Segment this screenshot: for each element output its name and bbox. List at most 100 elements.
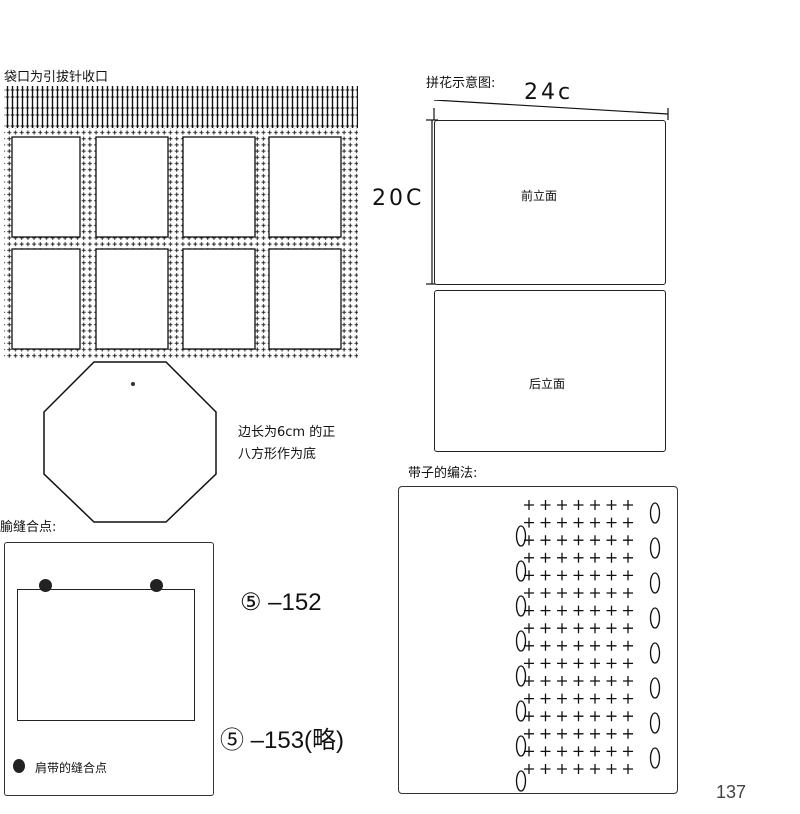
pattern-code-152: ⑤ –152 [240,589,322,616]
plus-stitch [606,570,617,581]
plus-stitch [623,640,633,651]
plus-stitch [606,728,617,739]
plus-stitch [590,764,600,774]
plus-stitch [557,517,567,528]
plus-stitch [590,676,600,686]
plus-stitch [573,588,584,598]
plus-stitch [540,640,551,651]
plus-stitch [524,588,534,598]
plus-stitch [623,676,633,686]
plus-stitch [573,728,584,739]
plus-stitch [524,746,534,757]
plus-stitch [557,623,567,634]
plus-stitch [540,605,551,616]
plus-stitch [540,711,551,722]
plus-stitch [557,570,567,581]
plus-stitch [540,693,551,704]
chain-stitch-oval [515,735,527,757]
plus-stitch [623,658,633,669]
plus-stitch [623,764,633,774]
plus-stitch [557,764,567,774]
front-panel-label: 前立面 [521,189,558,203]
plus-stitch [557,746,567,757]
plus-stitch [573,623,584,634]
plus-stitch [623,517,633,528]
plus-stitch [524,711,534,722]
plus-stitch [606,552,617,563]
plus-stitch [524,623,534,634]
strap-seam-dot-right [150,579,163,592]
plus-stitch [540,728,551,739]
plus-stitch [524,676,534,686]
plus-stitch [540,764,551,774]
plus-stitch [540,552,551,563]
plus-stitch [590,711,600,722]
plus-stitch [590,535,600,546]
plus-stitch [623,500,633,510]
plus-stitch [540,676,551,686]
plus-stitch [573,605,584,616]
strap-method-title: 带子的编法: [408,466,478,481]
plus-stitch [590,588,600,598]
chain-stitch-oval [649,502,661,524]
chain-stitch-oval [649,572,661,594]
plus-stitch [606,500,617,510]
plus-stitch [557,535,567,546]
plus-stitch [573,746,584,757]
plus-stitch [590,552,600,563]
plus-stitch [590,570,600,581]
plus-stitch [623,535,633,546]
plus-stitch [590,517,600,528]
legend-label: 肩带的缝合点 [35,761,108,775]
plus-stitch [606,605,617,616]
plus-stitch [524,728,534,739]
plus-stitch [590,605,600,616]
plus-stitch [573,658,584,669]
plus-stitch [557,552,567,563]
plus-stitch [557,693,567,704]
plus-stitch [573,552,584,563]
plus-stitch [557,711,567,722]
plus-stitch [623,623,633,634]
crochet-panel-grid [4,86,358,358]
plus-stitch [606,676,617,686]
plus-stitch [557,605,567,616]
plus-stitch [557,676,567,686]
plus-stitch [573,500,584,510]
strap-stitch-chart [515,500,661,792]
chain-stitch-oval [515,595,527,617]
chain-stitch-oval [515,630,527,652]
plus-stitch [623,711,633,722]
plus-stitch [606,658,617,669]
plus-stitch [623,588,633,598]
chain-stitch-oval [649,677,661,699]
bag-front-outline [17,589,195,721]
chain-stitch-oval [649,712,661,734]
front-panel: 前立面 [434,120,666,285]
plus-stitch [590,623,600,634]
plus-stitch [573,535,584,546]
plus-stitch [623,728,633,739]
strap-seam-dot-left [39,579,52,592]
plus-stitch [573,570,584,581]
plus-stitch [606,535,617,546]
plus-stitch [540,658,551,669]
back-panel-label: 后立面 [529,377,566,391]
plus-stitch [573,711,584,722]
plus-stitch [590,658,600,669]
plus-stitch [590,693,600,704]
plus-stitch [557,500,567,510]
legend-dot-icon [13,759,25,773]
chain-stitch-oval [649,607,661,629]
plus-stitch [623,605,633,616]
octagon-base-diagram [43,361,217,523]
plus-stitch [623,693,633,704]
octagon-caption-line2: 八方形作为底 [238,447,317,462]
chain-stitch-oval [515,770,527,792]
plus-stitch [540,588,551,598]
plus-stitch [557,640,567,651]
chain-stitch-oval [649,537,661,559]
plus-stitch [623,746,633,757]
back-panel: 后立面 [434,290,666,452]
plus-stitch [524,640,534,651]
